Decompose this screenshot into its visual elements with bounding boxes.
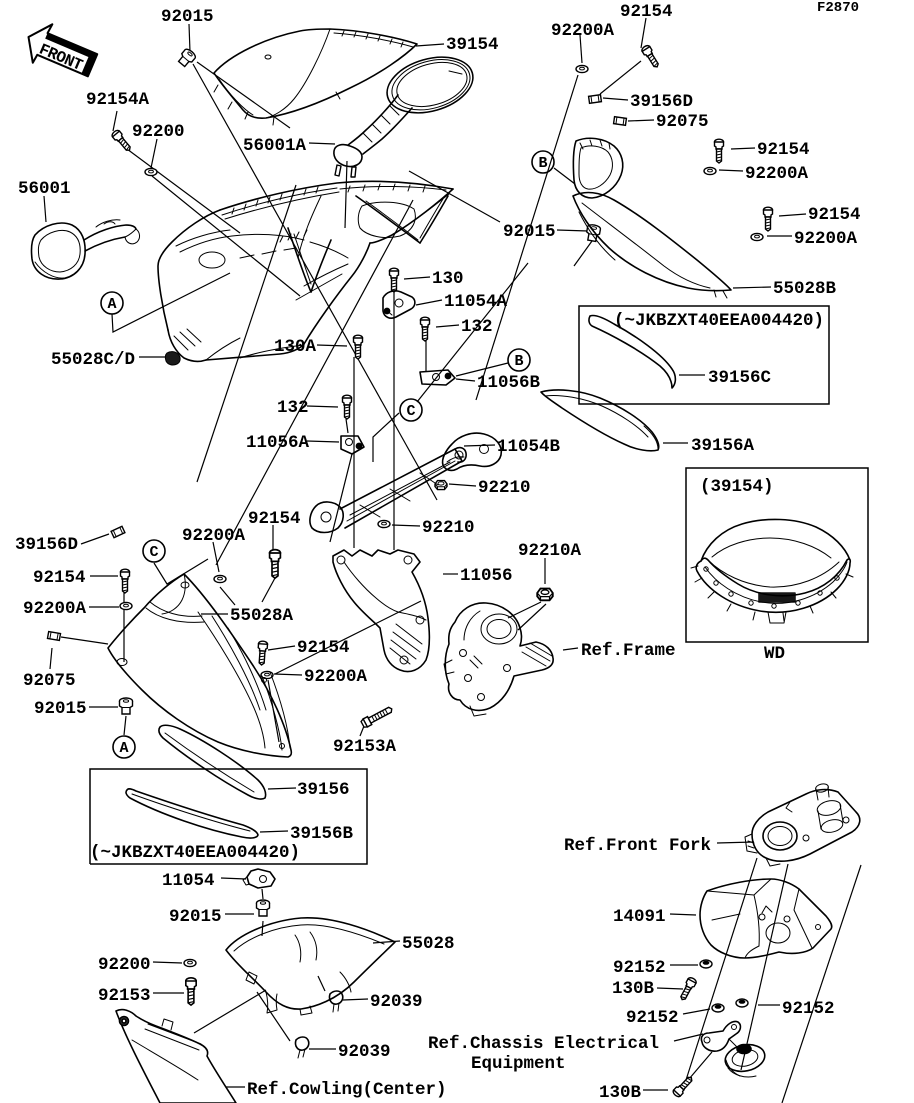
svg-text:56001: 56001: [18, 179, 71, 199]
svg-text:11054A: 11054A: [444, 292, 508, 312]
svg-text:92200A: 92200A: [794, 229, 858, 249]
svg-text:B: B: [514, 353, 523, 370]
svg-text:55028C/D: 55028C/D: [51, 350, 135, 370]
svg-text:92075: 92075: [656, 112, 709, 132]
svg-text:B: B: [538, 155, 547, 172]
svg-text:130B: 130B: [612, 979, 655, 999]
svg-text:39154: 39154: [446, 35, 499, 55]
svg-text:56001A: 56001A: [243, 136, 307, 156]
svg-text:39156D: 39156D: [15, 535, 78, 555]
svg-text:11056B: 11056B: [477, 373, 541, 393]
svg-text:92153A: 92153A: [333, 737, 397, 757]
svg-text:Ref.Frame: Ref.Frame: [581, 641, 676, 661]
svg-text:C: C: [406, 403, 415, 420]
svg-text:11056A: 11056A: [246, 433, 310, 453]
svg-text:92152: 92152: [613, 958, 666, 978]
svg-text:92210: 92210: [478, 478, 531, 498]
svg-text:92154: 92154: [33, 568, 86, 588]
svg-text:92154A: 92154A: [86, 90, 150, 110]
svg-text:92154: 92154: [757, 140, 810, 160]
svg-text:A: A: [119, 740, 128, 757]
svg-text:132: 132: [277, 398, 309, 418]
svg-text:92153: 92153: [98, 986, 151, 1006]
svg-text:(~JKBZXT40EEA004420): (~JKBZXT40EEA004420): [614, 311, 824, 331]
svg-text:92039: 92039: [370, 992, 423, 1012]
svg-text:11056: 11056: [460, 566, 513, 586]
svg-text:92200: 92200: [98, 955, 151, 975]
svg-text:Ref.Chassis Electrical: Ref.Chassis Electrical: [428, 1034, 659, 1054]
svg-text:11054B: 11054B: [497, 437, 561, 457]
svg-text:14091: 14091: [613, 907, 666, 927]
svg-text:55028: 55028: [402, 934, 455, 954]
svg-text:92200A: 92200A: [745, 164, 809, 184]
svg-text:92152: 92152: [782, 999, 835, 1019]
svg-text:92154: 92154: [620, 2, 673, 22]
svg-text:(39154): (39154): [700, 477, 774, 497]
svg-text:92015: 92015: [169, 907, 222, 927]
svg-text:39156A: 39156A: [691, 436, 755, 456]
svg-text:55028A: 55028A: [230, 606, 294, 626]
svg-text:WD: WD: [764, 644, 785, 664]
svg-text:C: C: [149, 544, 158, 561]
svg-text:92015: 92015: [34, 699, 87, 719]
svg-text:(~JKBZXT40EEA004420): (~JKBZXT40EEA004420): [90, 843, 300, 863]
svg-text:92015: 92015: [161, 7, 214, 27]
svg-text:Ref.Front Fork: Ref.Front Fork: [564, 836, 711, 856]
svg-text:92152: 92152: [626, 1008, 679, 1028]
svg-text:39156: 39156: [297, 780, 350, 800]
svg-text:92200A: 92200A: [304, 667, 368, 687]
svg-text:39156D: 39156D: [630, 92, 693, 112]
svg-text:92200A: 92200A: [551, 21, 615, 41]
svg-text:Ref.Cowling(Center): Ref.Cowling(Center): [247, 1080, 447, 1100]
svg-text:A: A: [107, 296, 116, 313]
svg-text:92075: 92075: [23, 671, 76, 691]
svg-text:F2870: F2870: [817, 0, 859, 16]
svg-text:39156B: 39156B: [290, 824, 354, 844]
svg-text:130: 130: [432, 269, 464, 289]
svg-text:92210A: 92210A: [518, 541, 582, 561]
svg-text:11054: 11054: [162, 871, 215, 891]
svg-text:Equipment: Equipment: [471, 1054, 566, 1074]
svg-text:39156C: 39156C: [708, 368, 772, 388]
svg-text:92154: 92154: [808, 205, 861, 225]
svg-text:92154: 92154: [248, 509, 301, 529]
svg-text:130B: 130B: [599, 1083, 642, 1103]
svg-text:92210: 92210: [422, 518, 475, 538]
svg-text:92039: 92039: [338, 1042, 391, 1062]
svg-text:55028B: 55028B: [773, 279, 837, 299]
svg-text:92200: 92200: [132, 122, 185, 142]
svg-text:92200A: 92200A: [23, 599, 87, 619]
